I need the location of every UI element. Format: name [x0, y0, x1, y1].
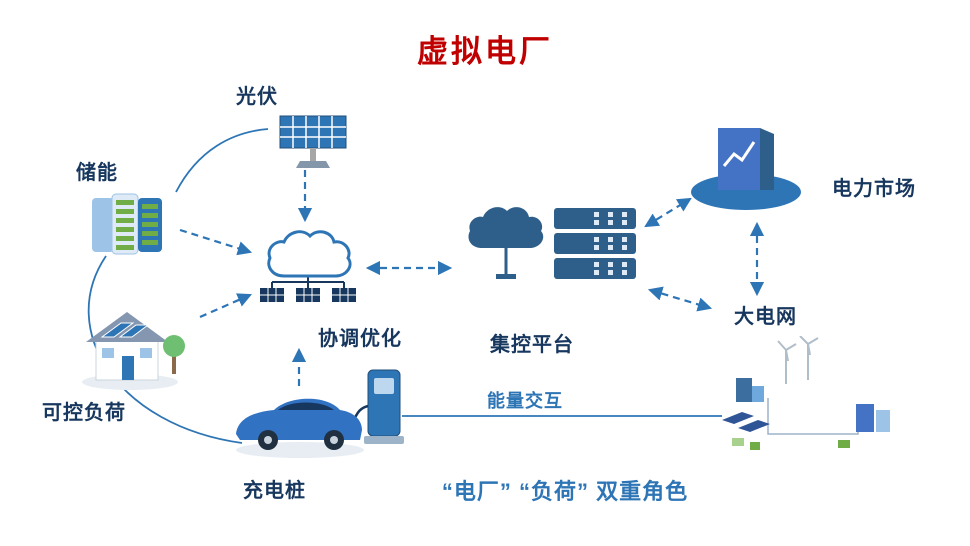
cloud-modules-icon — [258, 224, 358, 316]
solar-panel-icon — [272, 110, 354, 172]
bottom-caption: “电厂” “负荷” 双重角色 — [441, 479, 689, 504]
pv-label: 光伏 — [236, 86, 278, 108]
coordination-label: 协调优化 — [318, 328, 402, 350]
market-building-icon — [688, 106, 810, 214]
load-label: 可控负荷 — [42, 402, 126, 424]
platform-label: 集控平台 — [490, 334, 574, 356]
grid-label: 大电网 — [734, 306, 797, 328]
power-grid-icon — [708, 336, 908, 464]
energy-exchange-label: 能量交互 — [487, 391, 563, 411]
market-label: 电力市场 — [832, 178, 916, 200]
ev-car-charger-icon — [228, 360, 408, 468]
arrow-platform-market — [644, 197, 692, 228]
house-icon — [78, 292, 190, 392]
charger-label: 充电桩 — [243, 480, 306, 502]
storage-label: 储能 — [76, 162, 118, 184]
arrow-platform-grid — [647, 286, 713, 312]
arrow-storage-to-coordination — [179, 228, 253, 256]
battery-storage-icon — [86, 190, 168, 258]
cloud-server-icon — [462, 200, 642, 295]
arrow-load-to-coordination — [199, 293, 252, 319]
diagram-title: 虚拟电厂 — [417, 34, 553, 69]
arc-storage-to-pv — [175, 128, 269, 193]
